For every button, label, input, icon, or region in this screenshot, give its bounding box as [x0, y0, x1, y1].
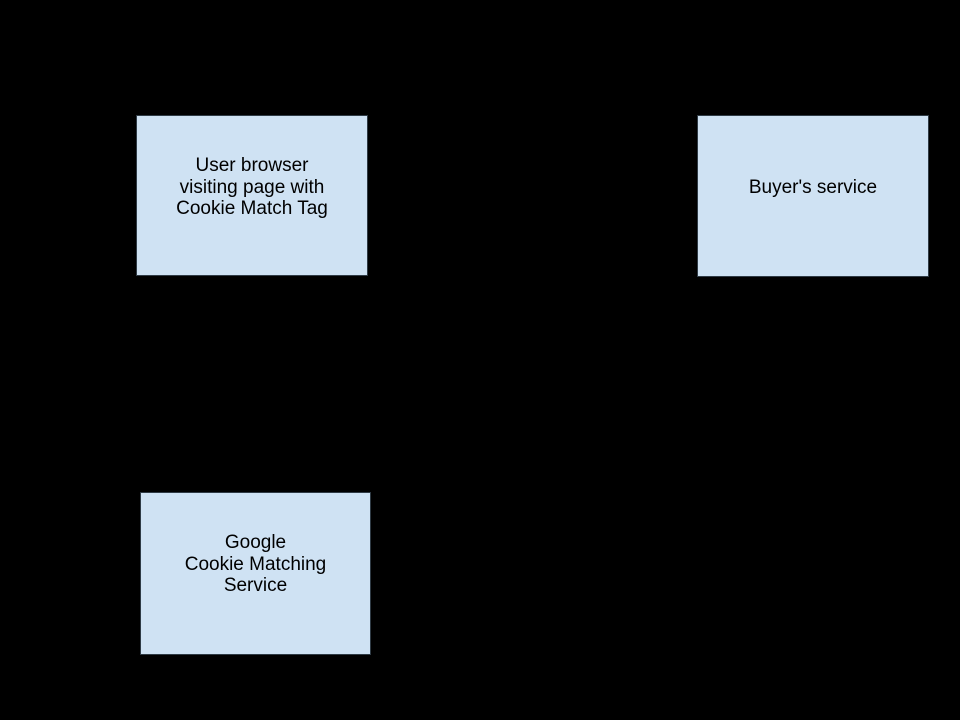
node-user-browser: User browser visiting page with Cookie M…	[136, 115, 368, 276]
node-user-browser-label: User browser visiting page with Cookie M…	[176, 155, 328, 220]
node-google-cookie-matching-service: Google Cookie Matching Service	[140, 492, 371, 655]
node-buyers-service-label: Buyer's service	[748, 177, 878, 199]
node-google-cookie-matching-service-label: Google Cookie Matching Service	[184, 532, 327, 597]
node-buyers-service: Buyer's service	[697, 115, 929, 277]
